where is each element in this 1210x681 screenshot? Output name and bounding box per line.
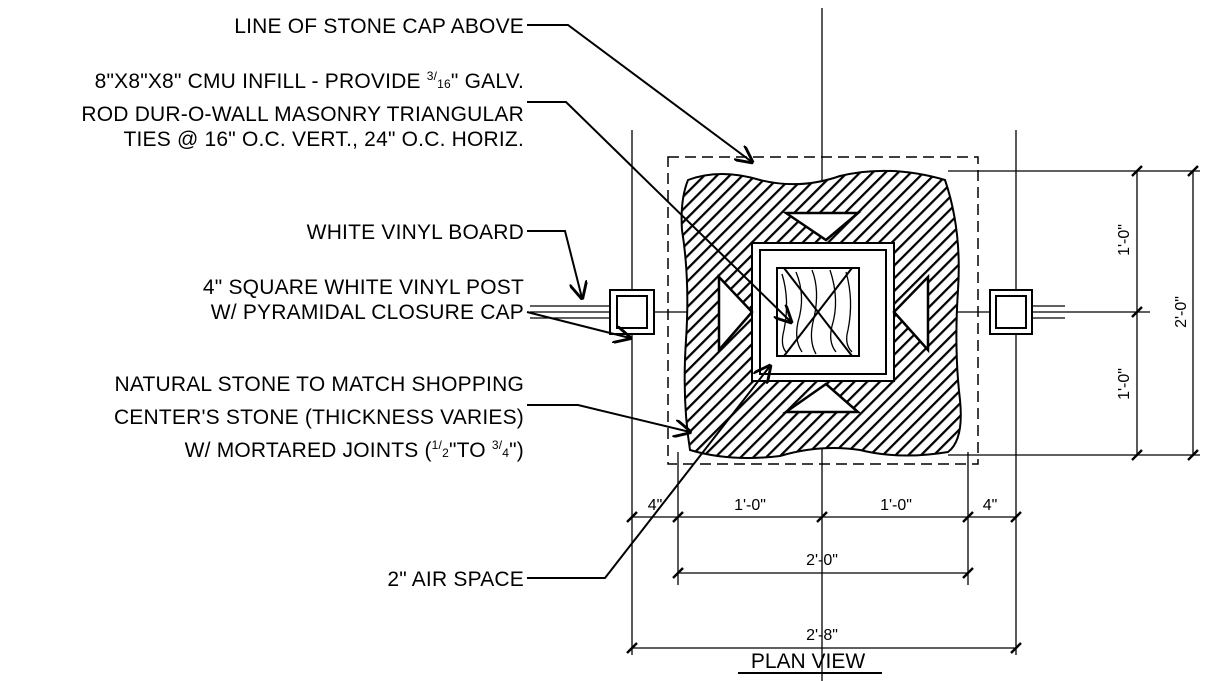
dim-bottom-1ft-b: 1'-0" bbox=[880, 497, 912, 514]
note-stone-cap: LINE OF STONE CAP ABOVE bbox=[234, 15, 524, 38]
vinyl-post-core bbox=[776, 267, 860, 357]
dim-bottom-right-4: 4" bbox=[983, 497, 998, 514]
leader-lines bbox=[526, 24, 791, 579]
dim-bottom-1ft-a: 1'-0" bbox=[734, 497, 766, 514]
dim-right-1ft-bottom: 1'-0" bbox=[1116, 368, 1133, 400]
dim-bottom-2ft: 2'-0" bbox=[806, 552, 838, 569]
note-stone-line2: CENTER'S STONE (THICKNESS VARIES) bbox=[114, 406, 524, 429]
note-cmu-line1: 8"X8"X8" CMU INFILL - PROVIDE 3/16" GALV… bbox=[95, 69, 524, 93]
vinyl-boards bbox=[530, 305, 1065, 319]
note-stone-line3: W/ MORTARED JOINTS (1/2"TO 3/4") bbox=[185, 438, 524, 462]
note-air-space: 2" AIR SPACE bbox=[387, 568, 524, 591]
note-post-line1: 4" SQUARE WHITE VINYL POST bbox=[203, 276, 524, 299]
stone-cap-outline bbox=[667, 156, 979, 465]
right-vinyl-post bbox=[989, 289, 1033, 335]
dim-right-1ft-top: 1'-0" bbox=[1116, 224, 1133, 256]
note-cmu-line2: ROD DUR-O-WALL MASONRY TRIANGULAR bbox=[81, 103, 524, 126]
masonry-ties bbox=[717, 211, 930, 414]
left-vinyl-post bbox=[609, 289, 655, 335]
dim-bottom-2ft8: 2'-8" bbox=[806, 627, 838, 644]
note-cmu-line3: TIES @ 16" O.C. VERT., 24" O.C. HORIZ. bbox=[123, 128, 524, 151]
dim-bottom-left-4: 4" bbox=[648, 497, 663, 514]
note-vinyl-board: WHITE VINYL BOARD bbox=[307, 221, 524, 244]
dim-right-2ft: 2'-0" bbox=[1173, 296, 1190, 328]
drawing-title: PLAN VIEW bbox=[751, 650, 866, 673]
air-space-line bbox=[759, 249, 887, 375]
dimension-lines-right bbox=[1131, 165, 1199, 461]
note-post-line2: W/ PYRAMIDAL CLOSURE CAP bbox=[211, 301, 524, 324]
note-stone-line1: NATURAL STONE TO MATCH SHOPPING bbox=[114, 373, 524, 396]
dimension-lines-bottom bbox=[626, 511, 1022, 654]
